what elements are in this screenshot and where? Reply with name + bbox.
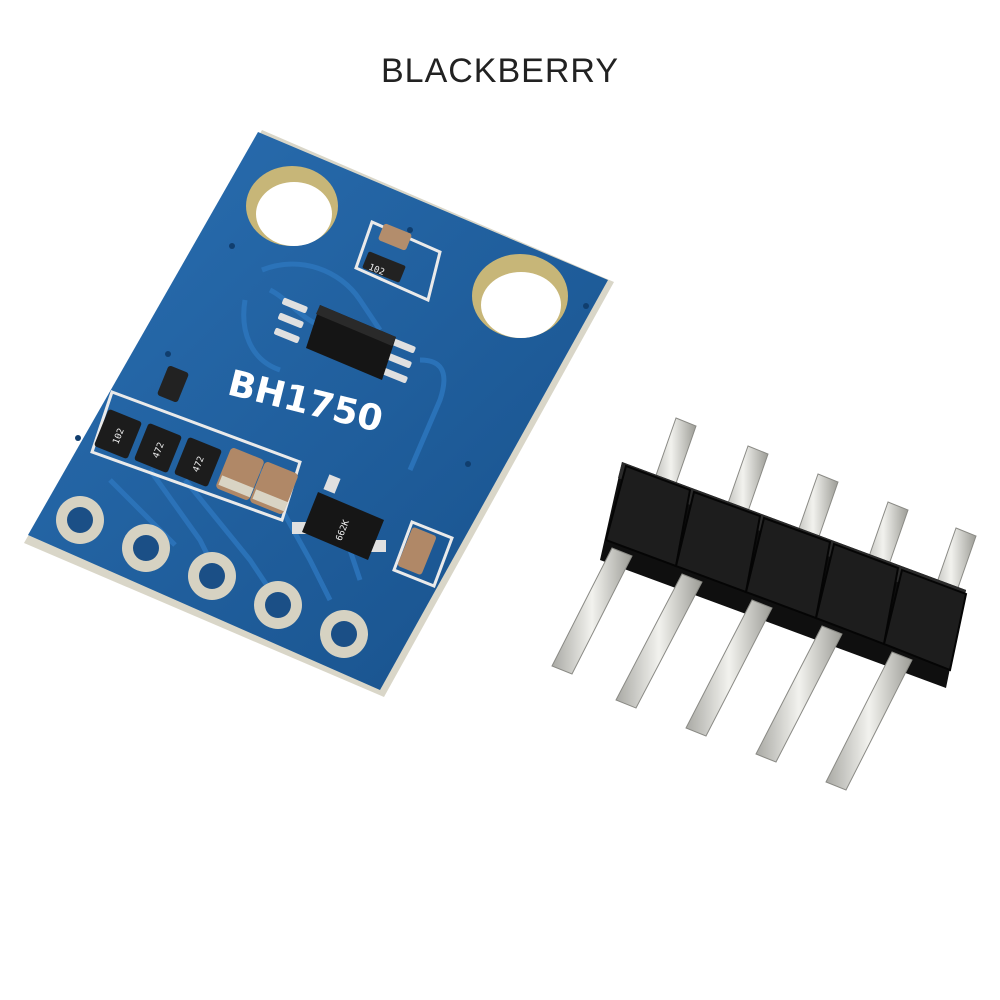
pin-2-bottom: [615, 573, 703, 709]
smd-capacitor-3: [392, 520, 454, 588]
header-pad-2: [122, 524, 170, 572]
smd-resistor-2: 472: [134, 423, 182, 473]
pin-header: [551, 417, 977, 791]
pin-5-bottom: [825, 651, 913, 791]
mounting-hole-left: [246, 166, 338, 246]
pin-1-bottom: [551, 547, 633, 675]
bh1750-ic: [274, 297, 416, 383]
pcb-surface: [28, 132, 608, 690]
pcb-vias: [75, 227, 589, 467]
product-caption: BLACKBERRY: [380, 52, 620, 90]
smd-capacitor-2: [250, 462, 298, 514]
voltage-regulator: 662K: [292, 474, 386, 560]
mounting-hole-right: [472, 254, 568, 338]
header-pads: [56, 496, 368, 658]
smd-resistor-small: [157, 365, 189, 403]
header-pad-1: [56, 496, 104, 544]
silkscreen-box: [90, 390, 302, 522]
header-plastic-body: [600, 462, 968, 688]
pin-4-bottom: [755, 625, 843, 763]
smd-resistor-3: 472: [174, 437, 222, 487]
pin-3-bottom: [685, 599, 773, 737]
header-pad-3: [188, 552, 236, 600]
smd-resistor-1: 102: [94, 409, 142, 459]
sensor-board: 102 BH1750 102 472: [24, 130, 614, 697]
header-pad-4: [254, 581, 302, 629]
smd-capacitor-1: [216, 448, 264, 500]
smd-pair-top: 102: [354, 219, 442, 303]
header-pad-5: [320, 610, 368, 658]
